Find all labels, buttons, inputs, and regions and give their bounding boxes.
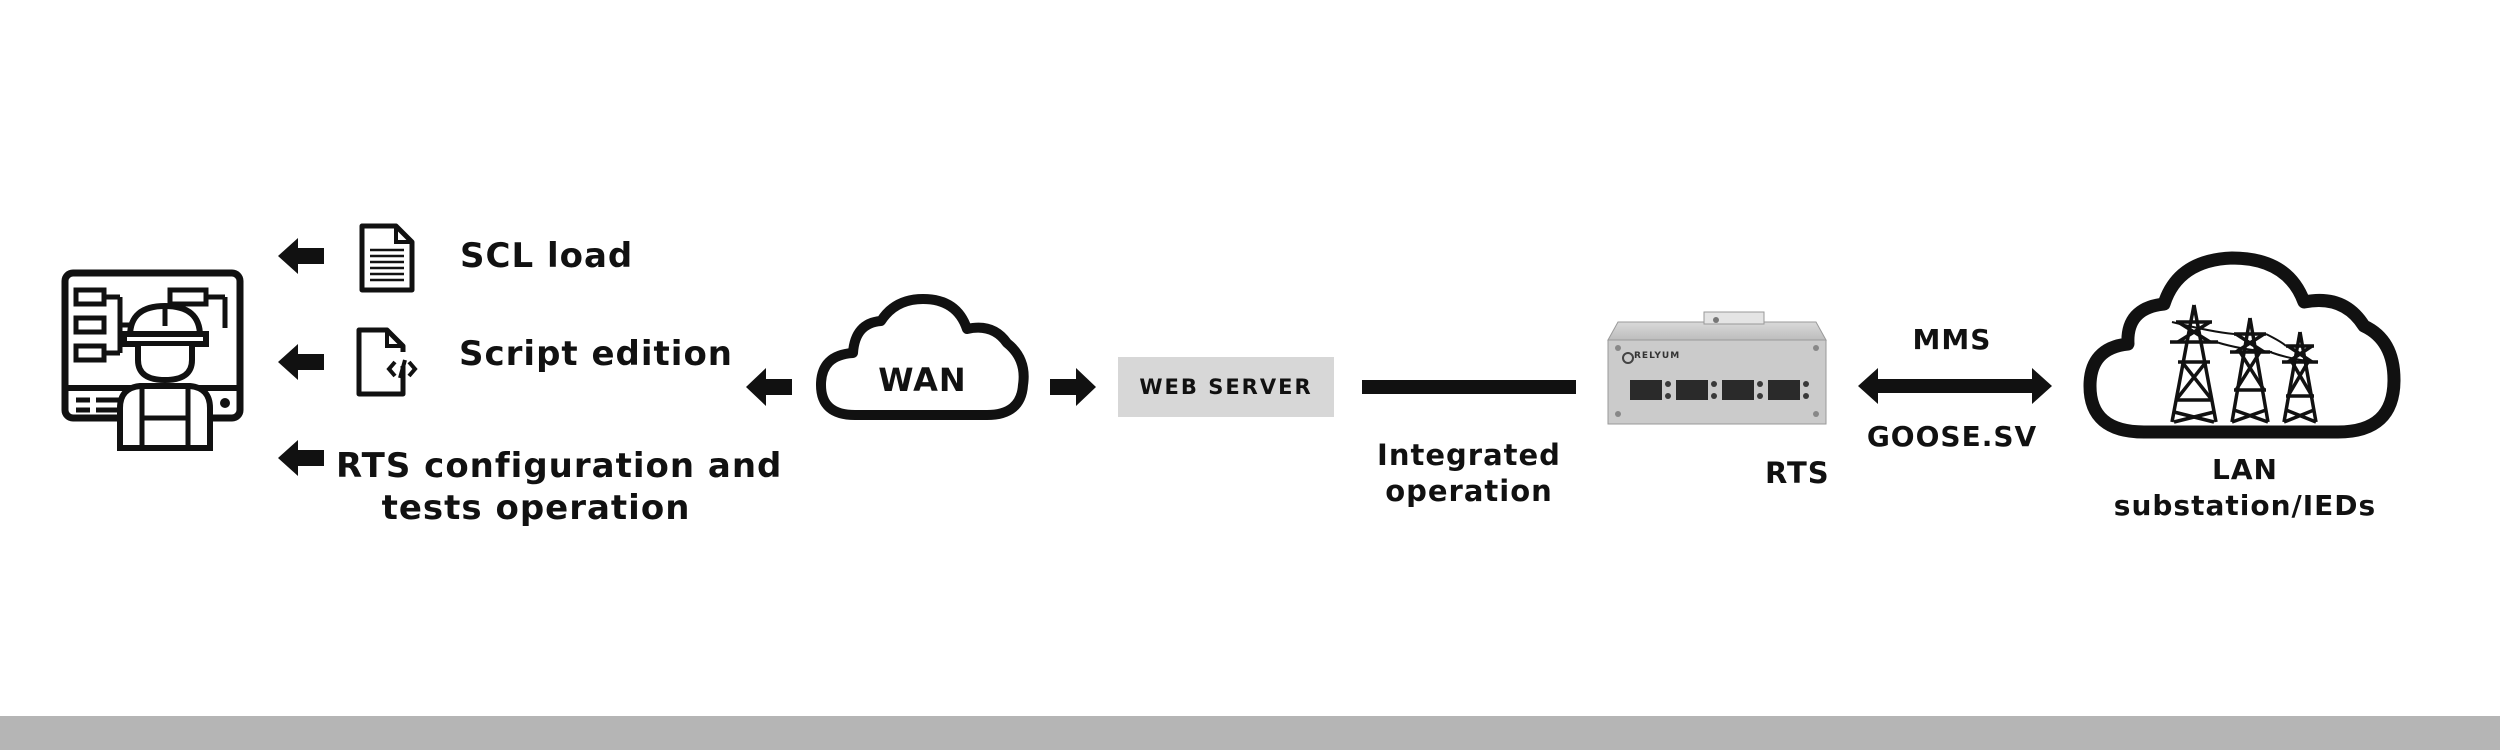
rts-label: RTS — [1765, 456, 1830, 490]
lan-label-line2: substation/IEDs — [2113, 489, 2377, 522]
arrow-left-icon — [746, 368, 792, 406]
lan-label-line1: LAN — [2212, 453, 2278, 486]
arrow-left-icon — [278, 238, 324, 274]
scl-load-label: SCL load — [460, 236, 634, 276]
rts-device — [1607, 311, 1827, 425]
goose-sv-label: GOOSE.SV — [1866, 420, 2038, 453]
integrated-label-line1: Integrated — [1377, 438, 1561, 472]
web-server-box: WEB SERVER — [1118, 357, 1334, 417]
mms-label: MMS — [1912, 323, 1992, 356]
rts-config-label-line1: RTS configuration and — [336, 446, 783, 486]
wan-cloud-icon — [816, 294, 1029, 420]
arrow-left-icon — [278, 344, 324, 380]
integrated-operation-line — [1362, 380, 1576, 394]
engineer-workstation-icon — [61, 269, 244, 451]
wan-label: WAN — [878, 361, 967, 399]
device-brand-label: RELYUM — [1634, 351, 1681, 361]
code-file-icon — [356, 327, 418, 397]
rts-config-label-line2: tests operation — [381, 488, 691, 528]
double-arrow-icon — [1858, 368, 2052, 404]
lan-cloud-with-pylons-icon — [2083, 251, 2401, 439]
document-icon — [359, 223, 415, 293]
script-edition-label: Script edition — [459, 334, 734, 374]
integrated-label-line2: operation — [1385, 474, 1553, 508]
bottom-bar — [0, 716, 2500, 750]
arrow-left-icon — [278, 440, 324, 476]
arrow-right-icon — [1050, 368, 1096, 406]
